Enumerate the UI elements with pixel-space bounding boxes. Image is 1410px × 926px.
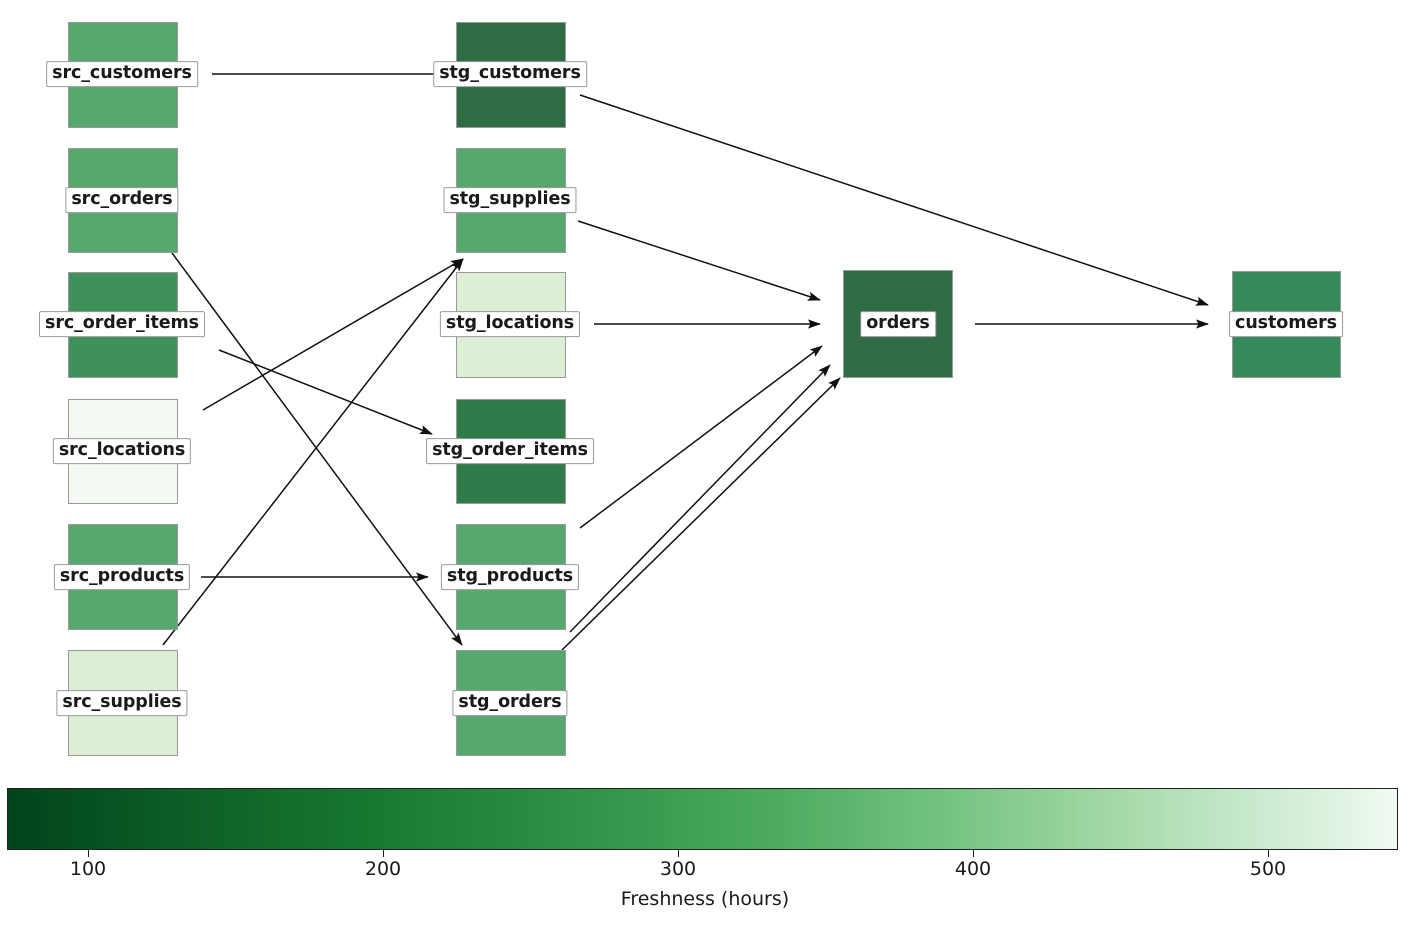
edge-src_locations-to-stg_locations	[202, 258, 464, 411]
colorbar: 100 200 300 400 500	[7, 788, 1398, 880]
colorbar-tick-label-300: 300	[659, 858, 697, 880]
node-label-src_customers: src_customers	[46, 61, 198, 87]
edge-stg_order_items-to-orders	[579, 345, 823, 529]
node-label-customers: customers	[1229, 311, 1343, 337]
node-label-src_products: src_products	[53, 564, 191, 590]
edge-stg_products-to-orders	[569, 364, 831, 633]
node-label-stg_products: stg_products	[440, 564, 580, 590]
colorbar-tick-500	[1268, 850, 1269, 857]
colorbar-tick-label-500: 500	[1249, 858, 1287, 880]
colorbar-gradient	[7, 788, 1398, 850]
colorbar-tick-label-400: 400	[954, 858, 992, 880]
colorbar-label: Freshness (hours)	[620, 888, 790, 910]
edge-stg_supplies-to-orders	[577, 220, 821, 301]
edge-stg_customers-to-customers	[579, 94, 1209, 306]
edge-layer	[162, 73, 1209, 651]
node-label-stg_order_items: stg_order_items	[426, 438, 594, 464]
node-label-stg_customers: stg_customers	[433, 61, 587, 87]
colorbar-tick-100	[88, 850, 89, 857]
colorbar-tick-200	[383, 850, 384, 857]
edge-src_supplies-to-stg_supplies	[162, 258, 464, 646]
colorbar-tick-label-200: 200	[364, 858, 402, 880]
node-label-src_locations: src_locations	[52, 438, 192, 464]
node-label-src_order_items: src_order_items	[39, 311, 205, 337]
node-label-src_supplies: src_supplies	[56, 690, 188, 716]
node-label-stg_supplies: stg_supplies	[443, 187, 577, 213]
edge-src_orders-to-stg_orders	[171, 252, 463, 646]
node-label-stg_orders: stg_orders	[452, 690, 568, 716]
edge-stg_orders-to-orders	[561, 377, 841, 651]
colorbar-tick-label-100: 100	[69, 858, 107, 880]
edges	[162, 73, 1209, 651]
node-label-src_orders: src_orders	[65, 187, 179, 213]
edge-src_order_items-to-stg_order_items	[218, 349, 433, 435]
colorbar-tick-400	[973, 850, 974, 857]
colorbar-tick-300	[678, 850, 679, 857]
node-label-orders: orders	[860, 311, 936, 337]
node-label-stg_locations: stg_locations	[439, 311, 581, 337]
